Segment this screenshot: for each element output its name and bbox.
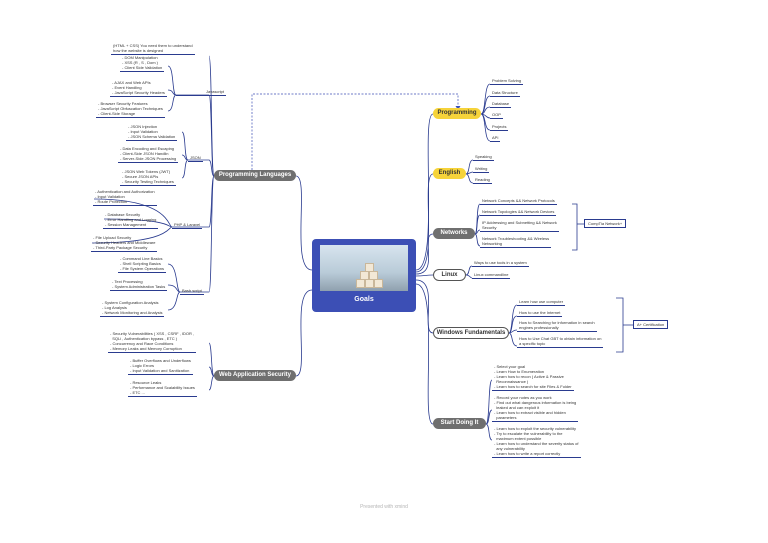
- presented-with-footer: Presented with xmind: [360, 504, 408, 510]
- english-item-2[interactable]: Reading: [473, 177, 492, 184]
- networks-node[interactable]: Networks: [433, 228, 475, 239]
- windows-item-0[interactable]: Learn how use computer: [517, 299, 566, 306]
- start-group-0[interactable]: - Select your goal - Learn How to Enumer…: [492, 364, 574, 391]
- json-group-0[interactable]: - JSON Injection - Input Validation - JS…: [126, 124, 178, 141]
- bash-group-2[interactable]: - System Configuration Analysis - Log An…: [100, 300, 165, 317]
- networks-item-2[interactable]: IP Addressing and Subnetting && Network …: [480, 220, 559, 232]
- html-css-item[interactable]: (HTML + CSS) You need them to understand…: [111, 43, 195, 55]
- programming-item-0[interactable]: Problem Solving: [490, 78, 524, 85]
- programming-item-5[interactable]: API: [490, 135, 501, 142]
- php-group-2[interactable]: - File Upload Security - Security Header…: [91, 235, 158, 252]
- programming-item-4[interactable]: Projects: [490, 124, 509, 131]
- php-group-1[interactable]: - Database Security - Error Handling and…: [103, 212, 159, 229]
- json-label[interactable]: JSON: [188, 155, 203, 162]
- windows-item-2[interactable]: How to Searching for information in sear…: [517, 320, 597, 332]
- javascript-label[interactable]: Javascript: [176, 89, 227, 96]
- comptia-network-cert[interactable]: CompTia Network+: [584, 219, 627, 228]
- web-application-security-node[interactable]: Web Application Security: [214, 370, 296, 381]
- js-group-1[interactable]: - AJAX and Web APIs - Event Handling - J…: [110, 80, 167, 97]
- english-node[interactable]: English: [433, 168, 466, 179]
- websec-group-0[interactable]: - Security Vulnerabilities ( XSS , CSRF …: [108, 331, 197, 353]
- bash-group-1[interactable]: - Text Processing - System Administratio…: [110, 279, 168, 291]
- start-group-1[interactable]: - Record your notes as you work - Find o…: [492, 395, 579, 422]
- websec-group-1[interactable]: - Buffer Overflows and Underflows - Logi…: [128, 358, 193, 375]
- networks-item-0[interactable]: Network Concepts && Network Protocols: [480, 198, 557, 205]
- windows-item-1[interactable]: How to use the Internet: [517, 310, 563, 317]
- english-item-0[interactable]: Speaking: [473, 154, 494, 161]
- programming-node[interactable]: Programming: [433, 108, 481, 119]
- start-group-2[interactable]: - Learn how to exploit the security vuln…: [492, 426, 581, 458]
- central-title: Goals: [354, 296, 374, 303]
- networks-item-1[interactable]: Network Topologies && Network Devices: [480, 209, 557, 216]
- start-doing-it-node[interactable]: Start Doing It: [433, 418, 486, 429]
- php-laravel-label[interactable]: PHP & Laravel: [172, 222, 203, 229]
- programming-item-2[interactable]: Database: [490, 101, 512, 108]
- central-topic[interactable]: Goals: [312, 239, 416, 312]
- websec-group-2[interactable]: - Resource Leaks - Performance and Scala…: [128, 380, 197, 397]
- a-plus-cert[interactable]: A+ Certification: [633, 320, 669, 329]
- js-group-0[interactable]: - DOM Manipulation - XSS (R , S , Dom ) …: [120, 55, 165, 72]
- linux-item-0[interactable]: Ways to use tools in a system: [472, 260, 529, 267]
- js-group-2[interactable]: - Browser Security Features - JavaScript…: [96, 101, 165, 118]
- windows-fundamentals-node[interactable]: Windows Fundamentals: [433, 327, 509, 339]
- networks-item-3[interactable]: Network Troubleshooting && Wireless Netw…: [480, 236, 552, 248]
- goal-blocks-image: [320, 245, 408, 291]
- json-group-2[interactable]: - JSON Web Tokens (JWT) - Secure JSON AP…: [120, 169, 176, 186]
- json-group-1[interactable]: - Data Encoding and Escaping - Client-Si…: [118, 146, 179, 163]
- windows-item-3[interactable]: How to Use Chat GBT to obtain informatio…: [517, 336, 604, 348]
- english-item-1[interactable]: Writing: [473, 166, 490, 173]
- bash-group-0[interactable]: - Command Line Basics - Shell Scripting …: [118, 256, 167, 273]
- php-group-0[interactable]: - Authentication and Authorization - Inp…: [93, 189, 157, 206]
- linux-item-1[interactable]: Linux commandline: [472, 272, 511, 279]
- bash-script-label[interactable]: Bash script: [180, 288, 204, 295]
- programming-item-1[interactable]: Data Structure: [490, 90, 520, 97]
- programming-languages-node[interactable]: Programming Languages: [214, 170, 296, 181]
- programming-item-3[interactable]: OOP: [490, 112, 503, 119]
- linux-node[interactable]: Linux: [433, 269, 466, 281]
